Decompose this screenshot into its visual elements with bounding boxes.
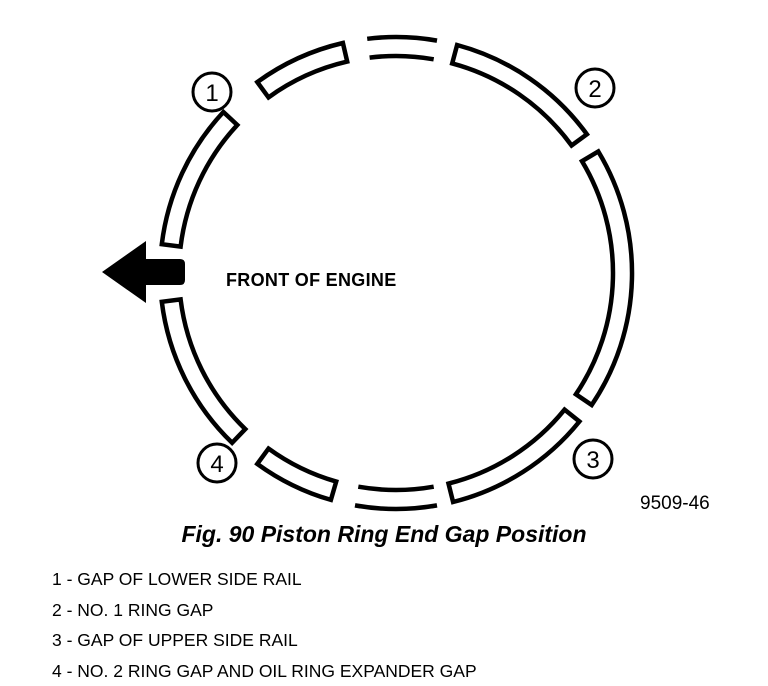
ring-segment [162,299,246,442]
callout-4-number: 4 [210,451,223,478]
ring-segment [257,43,347,97]
front-arrow-icon [102,241,185,303]
front-of-engine-label: FRONT OF ENGINE [226,270,397,290]
ring-segment [358,487,433,490]
callout-3: 3 [574,440,612,478]
ring-segment [370,56,434,59]
ring-segment [367,37,437,41]
ring-segment [355,505,437,509]
callout-1: 1 [193,73,231,111]
figure-caption: Fig. 90 Piston Ring End Gap Position [0,520,768,548]
figure-number: 9509-46 [640,494,710,514]
callout-2: 2 [576,69,614,107]
piston-ring-diagram: FRONT OF ENGINE 1 2 3 4 [0,0,768,520]
legend-list: 1 - GAP OF LOWER SIDE RAIL 2 - NO. 1 RIN… [52,564,477,686]
callout-1-number: 1 [205,80,218,107]
legend-item: 1 - GAP OF LOWER SIDE RAIL [52,564,477,595]
ring-segment [162,112,238,247]
legend-item: 3 - GAP OF UPPER SIDE RAIL [52,625,477,656]
ring-segment [449,410,580,502]
legend-item: 4 - NO. 2 RING GAP AND OIL RING EXPANDER… [52,656,477,686]
ring-segment [576,152,632,406]
ring-segment [257,449,336,500]
callout-4: 4 [198,444,236,482]
callout-3-number: 3 [586,447,599,474]
callout-2-number: 2 [588,76,601,103]
legend-item: 2 - NO. 1 RING GAP [52,595,477,626]
ring-segment [452,45,587,146]
